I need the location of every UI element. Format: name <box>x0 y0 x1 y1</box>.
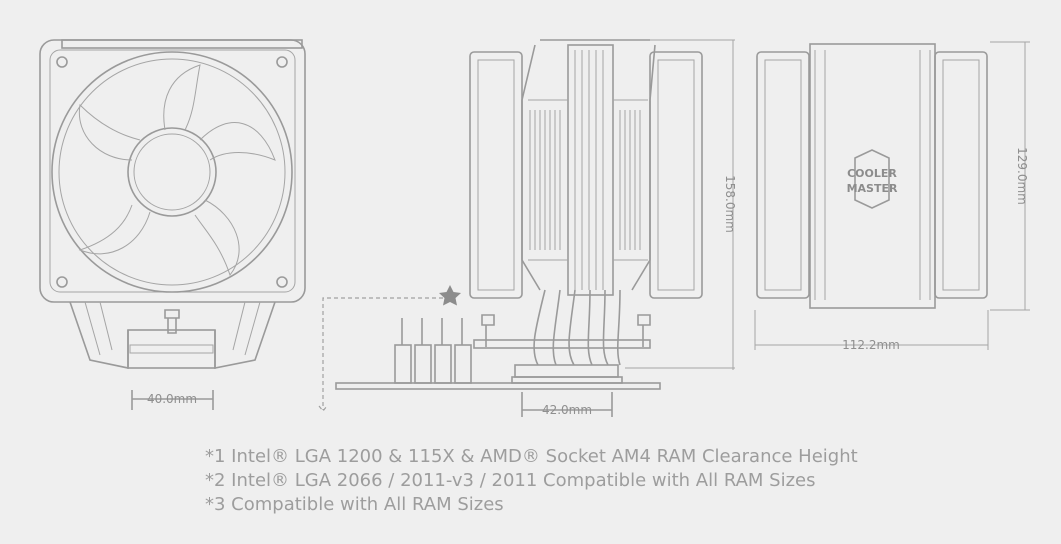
note-3: *3 Compatible with All RAM Sizes <box>205 494 504 515</box>
front-view: 40.0mm <box>39 39 306 410</box>
dim-129mm: 129.0mm <box>1015 147 1029 205</box>
dim-40mm: 40.0mm <box>147 392 197 406</box>
back-view: COOLER MASTER 129.0mm 112.2mm <box>754 41 1030 352</box>
side-view: 42.0mm 158.0mm <box>318 39 737 417</box>
note-2: *2 Intel® LGA 2066 / 2011-v3 / 2011 Comp… <box>205 470 816 491</box>
logo-cooler: COOLER <box>847 167 897 180</box>
dim-158mm: 158.0mm <box>723 175 737 233</box>
dim-42mm: 42.0mm <box>542 403 592 417</box>
star-icon <box>439 285 461 306</box>
note-1: *1 Intel® LGA 1200 & 115X & AMD® Socket … <box>205 446 858 467</box>
logo-master: MASTER <box>847 182 898 195</box>
dim-112mm: 112.2mm <box>842 338 900 352</box>
footnotes: *1 Intel® LGA 1200 & 115X & AMD® Socket … <box>205 445 858 517</box>
